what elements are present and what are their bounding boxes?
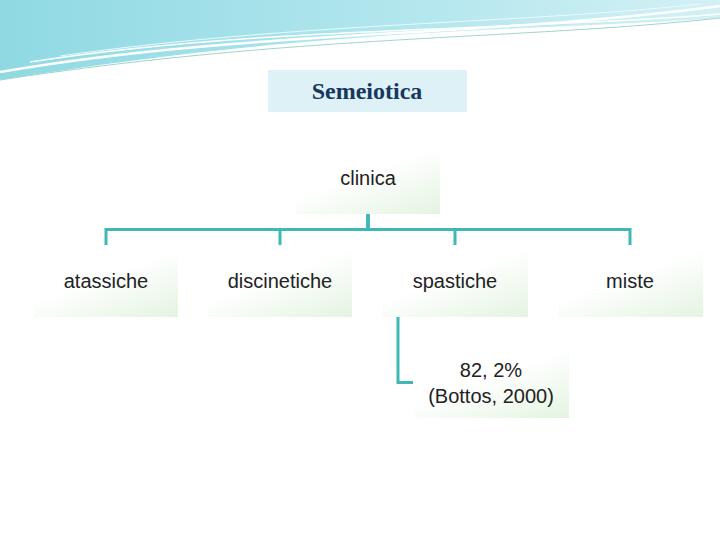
category-box: clinica — [296, 142, 440, 214]
subcategory-box: atassiche — [34, 245, 178, 317]
connector-line — [280, 214, 368, 245]
node-label: discinetiche — [228, 268, 333, 294]
node-label: miste — [606, 268, 654, 294]
connector-line — [106, 214, 368, 245]
header-swoosh — [30, 14, 720, 62]
node-label: 82, 2% (Bottos, 2000) — [425, 357, 557, 409]
connector-line — [368, 214, 630, 245]
header-swoosh — [60, 4, 700, 56]
node-label: clinica — [340, 165, 396, 191]
header-swoosh — [0, 6, 720, 72]
connector-line — [398, 317, 413, 383]
header-band — [0, 0, 720, 80]
subcategory-box: miste — [558, 245, 703, 317]
node-label: spastiche — [413, 268, 498, 294]
subcategory-box: discinetiche — [208, 245, 352, 317]
node-label: atassiche — [64, 268, 149, 294]
title-box: Semeiotica — [268, 70, 467, 112]
statistic-box: 82, 2% (Bottos, 2000) — [413, 347, 569, 418]
subcategory-box: spastiche — [382, 245, 528, 317]
title-text: Semeiotica — [312, 78, 423, 105]
